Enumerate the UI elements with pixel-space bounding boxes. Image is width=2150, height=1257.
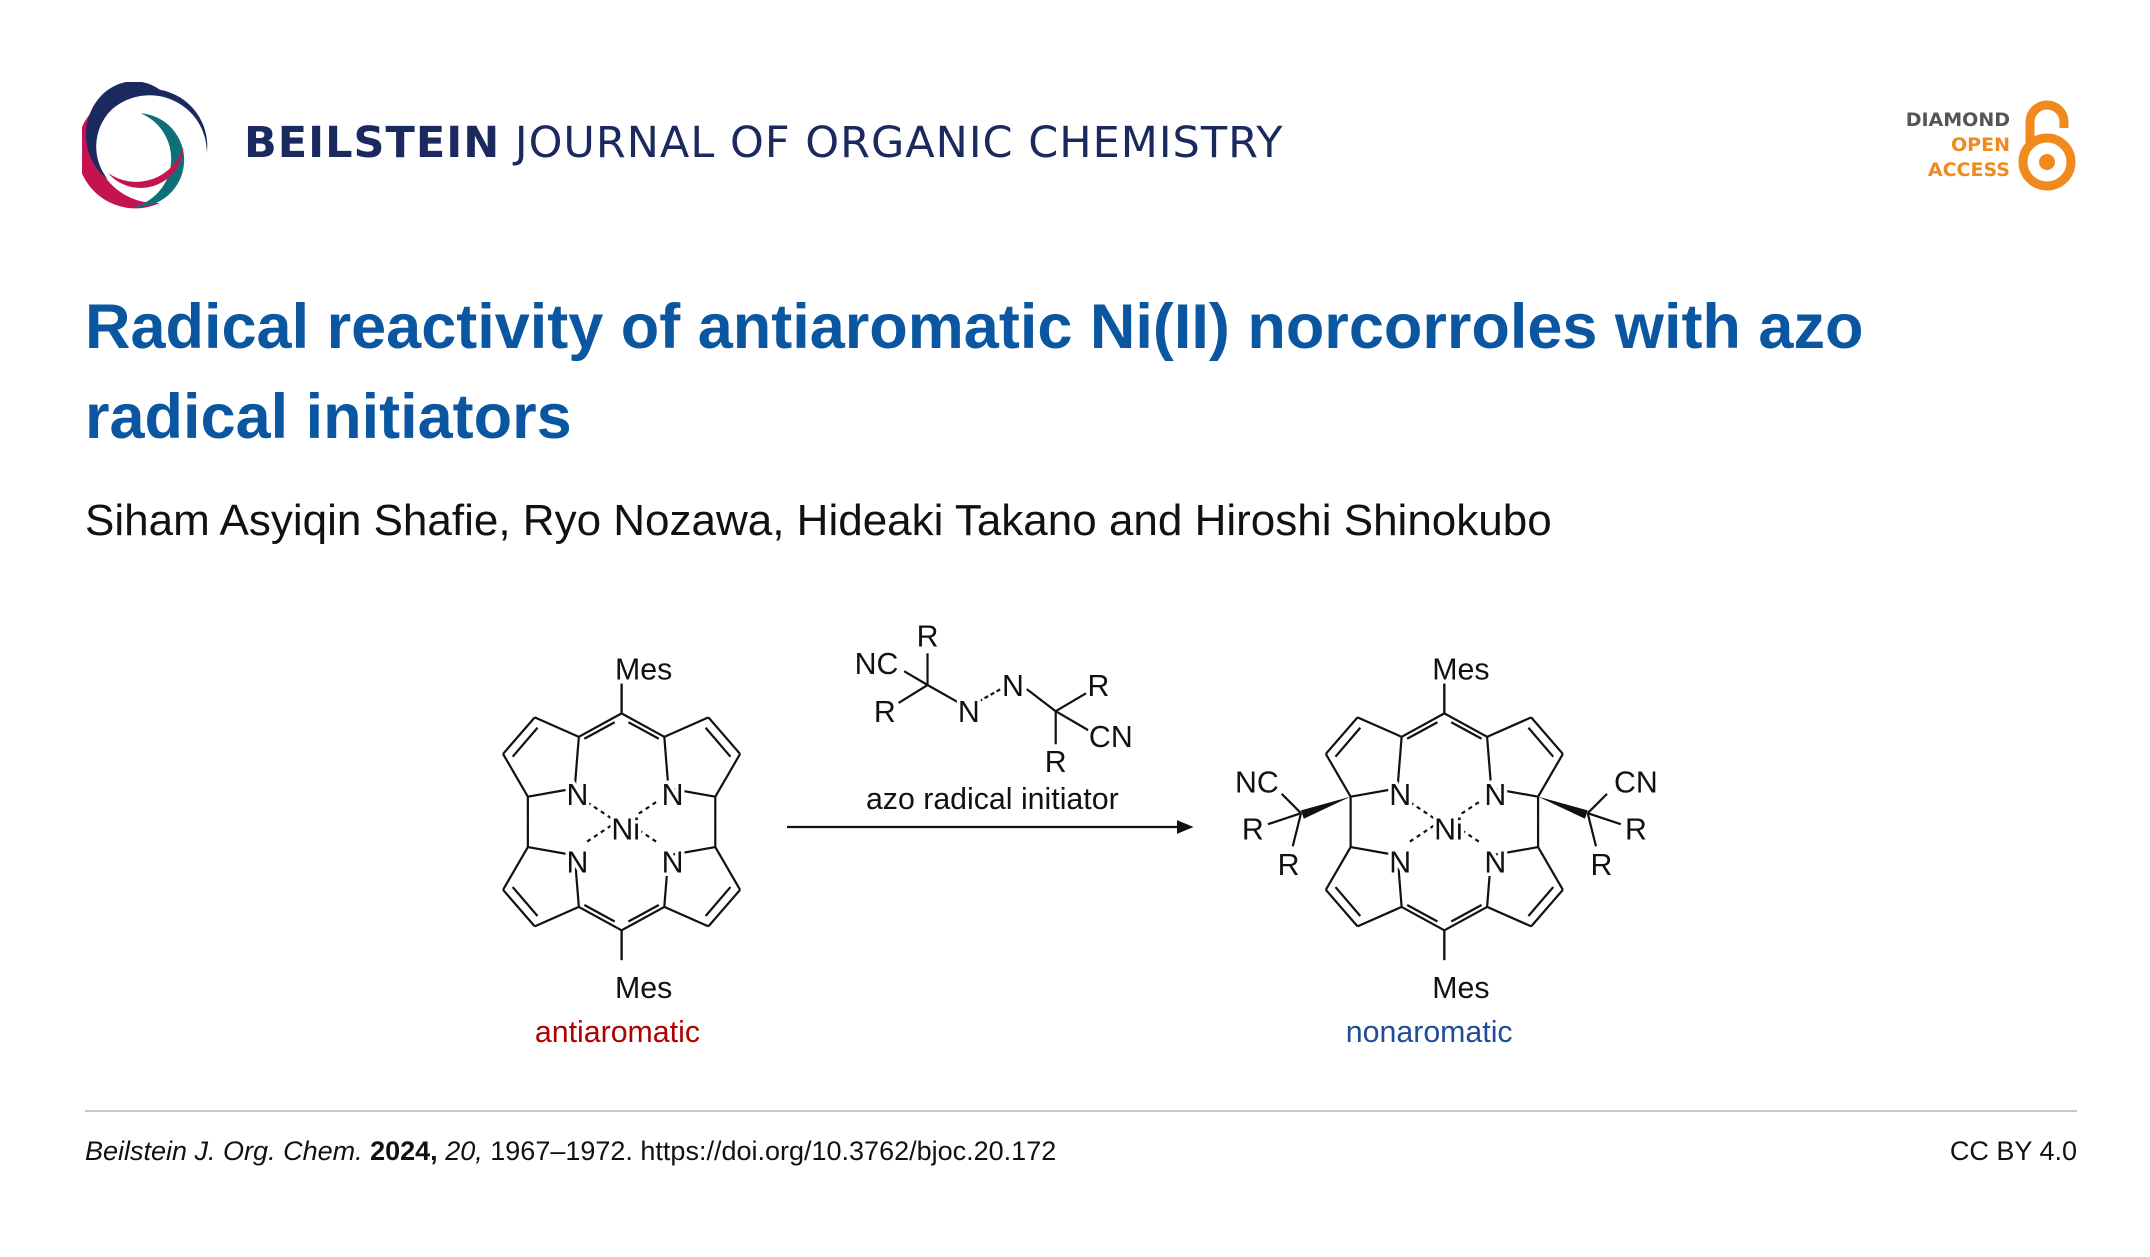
- nonaromatic-label: nonaromatic: [1346, 1016, 1513, 1049]
- cn-label: CN: [1089, 721, 1133, 754]
- n-label: N: [1484, 779, 1506, 812]
- badge-open: OPEN: [1951, 134, 2010, 156]
- ni-label: Ni: [1434, 813, 1463, 846]
- norcorrole-antiaromatic: Mes Mes N N N N Ni antiaromatic: [503, 650, 740, 1049]
- reaction-arrow-icon: [1176, 820, 1194, 834]
- mes-label: Mes: [615, 653, 672, 686]
- antiaromatic-label: antiaromatic: [535, 1016, 700, 1049]
- citation-doi-link[interactable]: 1967–1972. https://doi.org/10.3762/bjoc.…: [490, 1136, 1057, 1166]
- journal-name-bold: BEILSTEIN: [244, 118, 501, 168]
- n-label: N: [662, 846, 684, 879]
- reagent-label: azo radical initiator: [866, 783, 1119, 816]
- r-label: R: [1087, 670, 1109, 703]
- article-title: Radical reactivity of antiaromatic Ni(II…: [85, 292, 1864, 452]
- n-label: N: [958, 696, 980, 729]
- diamond-open-access-badge: DIAMOND OPEN ACCESS: [1890, 108, 2010, 183]
- footer-divider: [85, 1110, 2077, 1112]
- n-label: N: [1002, 670, 1024, 703]
- journal-name-rest: JOURNAL OF ORGANIC CHEMISTRY: [514, 118, 1284, 168]
- r-label: R: [1591, 849, 1613, 882]
- open-lock-icon: [2018, 100, 2076, 191]
- azo-initiator: NC R R N N R CN R azo radical initiator: [786, 617, 1194, 834]
- beilstein-logo-icon: [82, 82, 208, 209]
- n-label: N: [1484, 846, 1506, 879]
- article-authors: Siham Asyiqin Shafie, Ryo Nozawa, Hideak…: [85, 496, 1552, 545]
- r-label: R: [1242, 813, 1264, 846]
- r-label: R: [1045, 746, 1067, 779]
- mes-label: Mes: [1432, 653, 1489, 686]
- nc-label: NC: [855, 648, 899, 681]
- citation-volume: 20,: [445, 1136, 483, 1166]
- citation: Beilstein J. Org. Chem. 2024, 20, 1967–1…: [85, 1136, 1056, 1167]
- n-label: N: [1389, 779, 1411, 812]
- mes-label: Mes: [615, 972, 672, 1005]
- r-label: R: [874, 696, 896, 729]
- license: CC BY 4.0: [1949, 1136, 2077, 1166]
- mes-label: Mes: [1432, 972, 1489, 1005]
- citation-year: 2024,: [370, 1136, 438, 1166]
- r-label: R: [1625, 813, 1647, 846]
- nc-label: NC: [1235, 767, 1279, 800]
- badge-access: ACCESS: [1927, 159, 2010, 181]
- n-label: N: [1389, 846, 1411, 879]
- n-label: N: [567, 846, 589, 879]
- cn-label: CN: [1614, 767, 1658, 800]
- r-label: R: [917, 620, 939, 653]
- n-label: N: [567, 779, 589, 812]
- r-label: R: [1278, 849, 1300, 882]
- badge-diamond: DIAMOND: [1905, 109, 2010, 131]
- n-label: N: [662, 779, 684, 812]
- norcorrole-nonaromatic: Mes Mes N N N N Ni NC R R CN R R nonarom…: [1232, 650, 1662, 1049]
- ni-label: Ni: [611, 813, 640, 846]
- citation-journal: Beilstein J. Org. Chem.: [85, 1136, 363, 1166]
- journal-name: BEILSTEIN JOURNAL OF ORGANIC CHEMISTRY: [244, 118, 1284, 168]
